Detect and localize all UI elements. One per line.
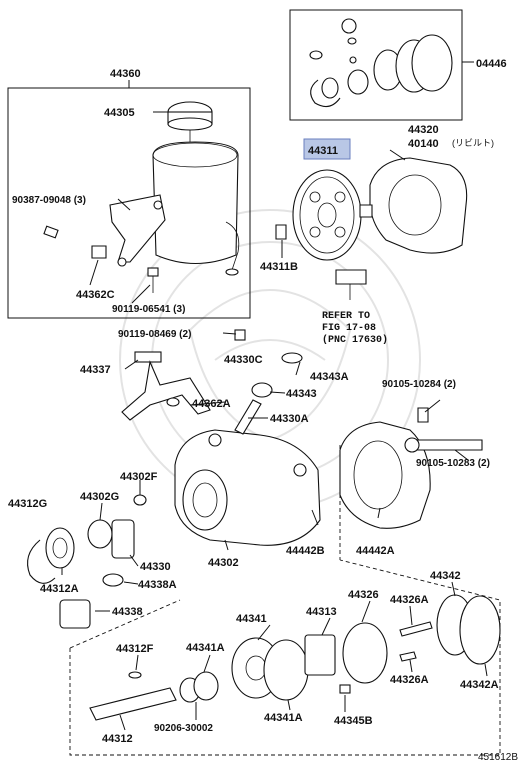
label-44311b[interactable]: 44311B xyxy=(260,261,298,273)
label-90387-09048[interactable]: 90387-09048 (3) xyxy=(12,195,86,206)
label-44312f[interactable]: 44312F xyxy=(116,643,154,655)
pulley-drawing xyxy=(275,169,362,261)
label-44337[interactable]: 44337 xyxy=(80,364,111,376)
refer-note-line2[interactable]: FIG 17-08 xyxy=(322,323,376,334)
label-90105-10284[interactable]: 90105-10284 (2) xyxy=(382,379,456,390)
label-04446[interactable]: 04446 xyxy=(476,58,507,70)
label-44343a[interactable]: 44343A xyxy=(310,371,349,383)
refer-note-line1: REFER TO xyxy=(322,311,370,322)
cover-drawing xyxy=(339,407,483,529)
label-44311[interactable]: 44311 xyxy=(308,145,338,157)
seal-kit-box xyxy=(289,9,463,121)
diagram-id: 451612B xyxy=(478,752,518,763)
label-44345b[interactable]: 44345B xyxy=(334,715,373,727)
label-44305[interactable]: 44305 xyxy=(104,107,135,119)
label-40140-rebuilt: (リビルト) xyxy=(452,138,494,148)
selected-part-highlight xyxy=(303,138,351,160)
bracket-drawing xyxy=(121,329,246,421)
label-44326[interactable]: 44326 xyxy=(348,589,379,601)
label-44312[interactable]: 44312 xyxy=(102,733,133,745)
label-44362c[interactable]: 44362C xyxy=(76,289,115,301)
reservoir-tank-drawing xyxy=(43,101,240,293)
label-44302f[interactable]: 44302F xyxy=(120,471,158,483)
label-44360[interactable]: 44360 xyxy=(110,68,141,80)
label-44313[interactable]: 44313 xyxy=(306,606,337,618)
label-44330c[interactable]: 44330C xyxy=(224,354,263,366)
label-44338a[interactable]: 44338A xyxy=(138,579,177,591)
left-seal-drawing xyxy=(27,494,147,629)
label-44343[interactable]: 44343 xyxy=(286,388,317,400)
pump-housing-drawing xyxy=(166,352,321,546)
label-44326a-lower[interactable]: 44326A xyxy=(390,674,429,686)
label-44302g[interactable]: 44302G xyxy=(80,491,119,503)
label-90206-30002[interactable]: 90206-30002 xyxy=(154,723,213,734)
label-44341a-lower[interactable]: 44341A xyxy=(264,712,303,724)
label-44326a-upper[interactable]: 44326A xyxy=(390,594,429,606)
label-90119-08469[interactable]: 90119-08469 (2) xyxy=(118,329,191,340)
label-44362a[interactable]: 44362A xyxy=(192,398,231,410)
label-44312g[interactable]: 44312G xyxy=(8,498,47,510)
label-44330a[interactable]: 44330A xyxy=(270,413,309,425)
label-44338[interactable]: 44338 xyxy=(112,606,143,618)
label-44442a[interactable]: 44442A xyxy=(356,545,395,557)
refer-note-line3: (PNC 17630) xyxy=(322,334,388,346)
pump-assembly-drawing xyxy=(335,157,468,300)
label-44342a[interactable]: 44342A xyxy=(460,679,499,691)
label-44302[interactable]: 44302 xyxy=(208,557,239,569)
label-44341a-upper[interactable]: 44341A xyxy=(186,642,225,654)
label-44342[interactable]: 44342 xyxy=(430,570,461,582)
label-44312a[interactable]: 44312A xyxy=(40,583,79,595)
leader-lines xyxy=(61,111,488,731)
label-44341[interactable]: 44341 xyxy=(236,613,267,625)
label-40140[interactable]: 40140 xyxy=(408,138,439,150)
label-44442b[interactable]: 44442B xyxy=(286,545,325,557)
lower-internals-drawing xyxy=(89,594,501,721)
label-44320[interactable]: 44320 xyxy=(408,124,439,136)
label-44330[interactable]: 44330 xyxy=(140,561,171,573)
lower-group-outline xyxy=(69,559,501,756)
seal-kit-drawing xyxy=(309,18,453,108)
label-90105-10283[interactable]: 90105-10283 (2) xyxy=(416,458,490,469)
label-90119-06541[interactable]: 90119-06541 (3) xyxy=(112,304,185,315)
